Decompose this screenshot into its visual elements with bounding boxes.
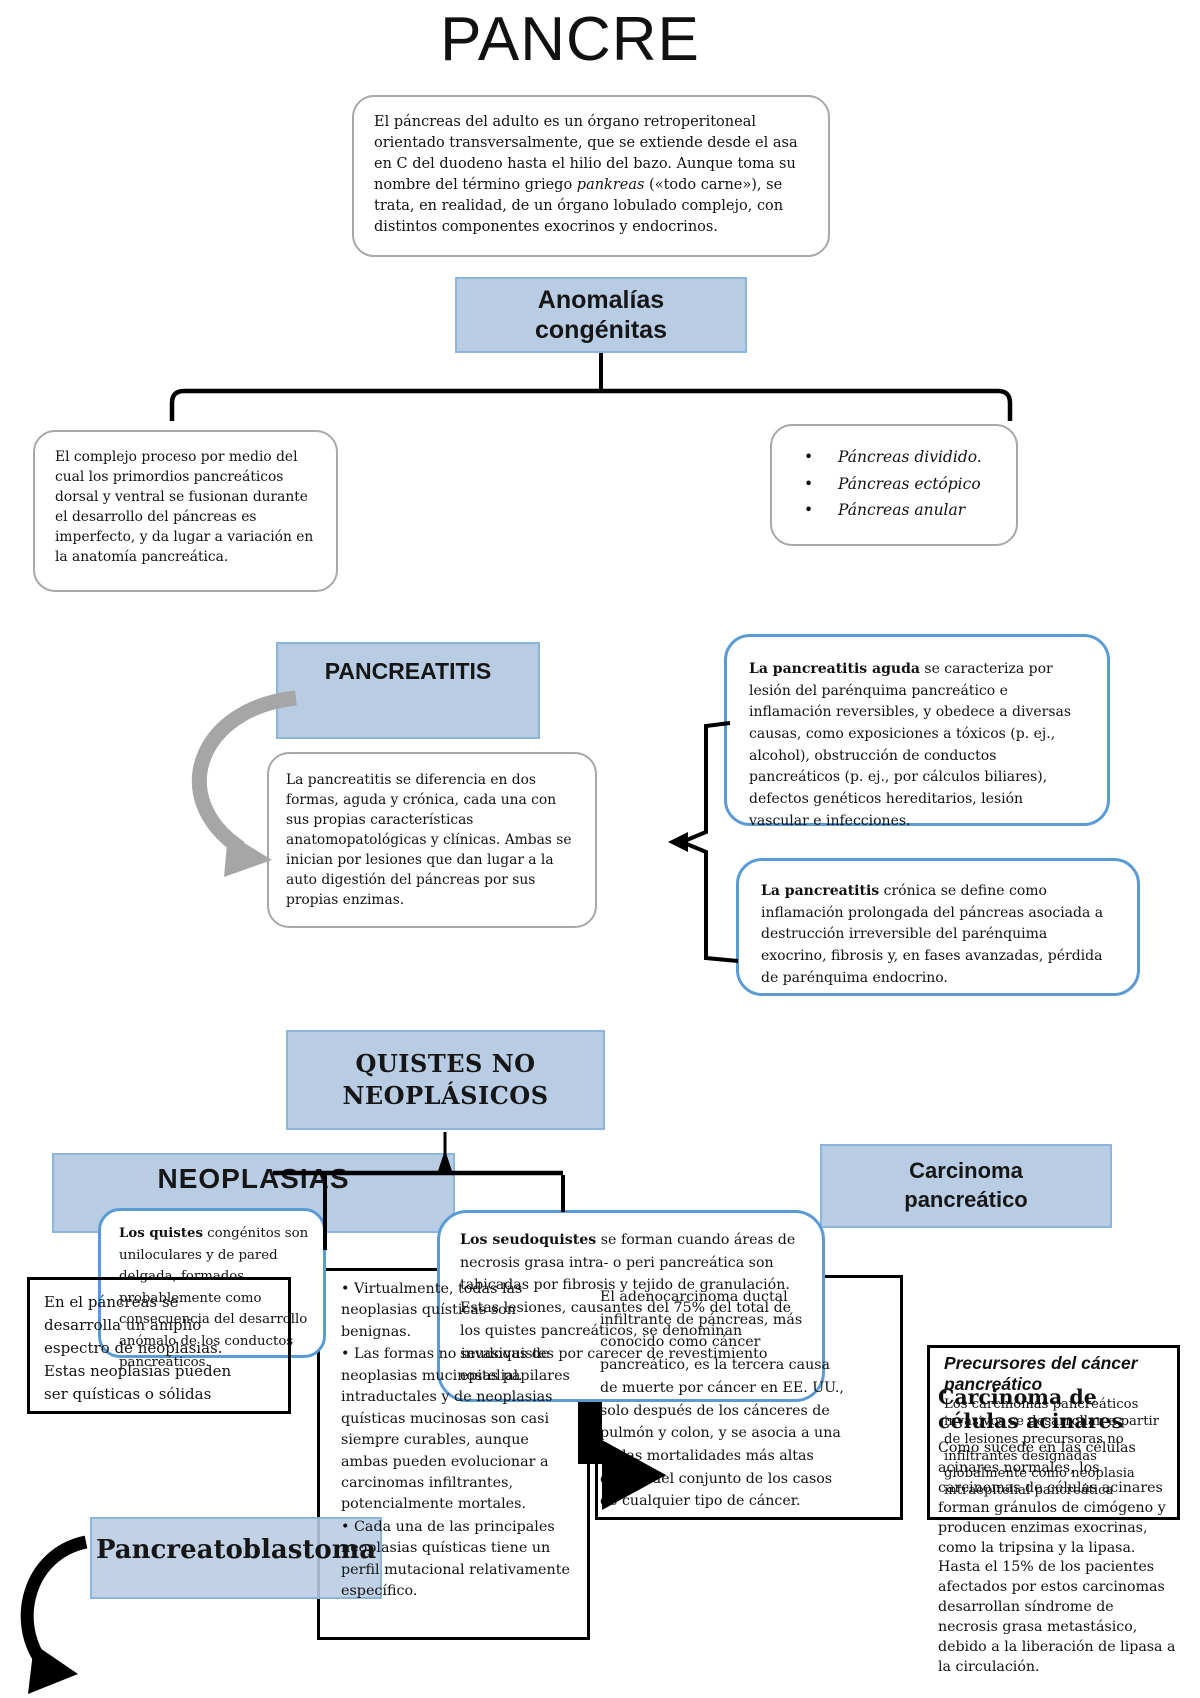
precursores-heading: Precursores del cáncer pancreático [944, 1353, 1138, 1394]
middle-bullet-1: Virtualmente, todas las neoplasias quíst… [331, 1279, 578, 1343]
quistes-text: congénitos son uniloculares y de pared d… [119, 1226, 309, 1371]
pancreatitis-desc-callout: La pancreatitis se diferencia en dos for… [267, 752, 597, 928]
cronica-callout: La pancreatitis crónica se define como i… [736, 858, 1140, 996]
node-anomalias-congenitas: Anomalías congénitas [455, 277, 747, 353]
proceso-text: El complejo proceso por medio del cual l… [55, 449, 314, 565]
node-quistes-label: QUISTES NO NEOPLÁSICOS [342, 1048, 549, 1110]
node-carcinoma-pancreatico: Carcinoma pancreático [820, 1144, 1112, 1228]
acinares-block: Carcinoma de células acinares Como suced… [938, 1385, 1178, 1678]
precursores-body: Los carcinomas pancreáticos invasivos se… [944, 1397, 1160, 1499]
adenocarcinoma-text: El adenocarcinoma ductal infiltrante de … [600, 1289, 844, 1510]
espectro-text: En el páncreas se desarrolla un amplio e… [44, 1293, 232, 1403]
cronica-text: crónica se define como inflamación prolo… [761, 883, 1104, 986]
acinares-heading: Carcinoma de células acinares [938, 1385, 1124, 1433]
anomalias-bracket-connector [169, 353, 1013, 421]
node-carcinoma-label: Carcinoma pancreático [904, 1158, 1028, 1212]
cronica-lead: La pancreatitis [761, 883, 880, 899]
middle-bullets-text: Virtualmente, todas las neoplasias quíst… [317, 1268, 590, 1640]
variantes-callout: Páncreas dividido. Páncreas ectópico Pán… [770, 424, 1018, 546]
middle-bullet-3: Cada una de las principales neoplasias q… [331, 1517, 578, 1603]
node-pancreatitis: PANCREATITIS [276, 642, 540, 739]
intro-callout: El páncreas del adulto es un órgano retr… [352, 95, 830, 257]
seudoquistes-lead: Los seudoquistes [460, 1232, 597, 1248]
proceso-callout: El complejo proceso por medio del cual l… [33, 430, 338, 592]
aguda-text: se caracteriza por lesión del parénquima… [749, 661, 1072, 829]
precursores-box: Precursores del cáncer pancreático Los c… [927, 1345, 1180, 1675]
list-item-pancreas-ectopico: Páncreas ectópico [782, 471, 1006, 498]
middle-bullet-2: Las formas no invasivas de neoplasias mu… [331, 1344, 578, 1516]
aguda-lead: La pancreatitis aguda [749, 661, 920, 677]
node-pancreatoblastoma-label: Pancreatoblastoma [95, 1535, 377, 1565]
precursores-block: Precursores del cáncer pancreático Los c… [944, 1353, 1172, 1499]
page-title: PANCRE [440, 5, 700, 74]
aguda-callout: La pancreatitis aguda se caracteriza por… [724, 634, 1110, 829]
node-quistes-no-neoplasicos: QUISTES NO NEOPLÁSICOS [286, 1030, 605, 1130]
list-item-pancreas-anular: Páncreas anular [782, 497, 1006, 524]
quistes-lead: Los quistes [119, 1226, 203, 1241]
list-item-pancreas-dividido: Páncreas dividido. [782, 444, 1006, 471]
pancreatoblastoma-curved-arrow-icon [20, 1535, 88, 1694]
node-pancreatitis-label: PANCREATITIS [324, 658, 492, 684]
intro-text: El páncreas del adulto es un órgano retr… [374, 114, 798, 236]
espectro-box: En el páncreas se desarrolla un amplio e… [27, 1277, 291, 1414]
pancreatitis-desc-text: La pancreatitis se diferencia en dos for… [286, 772, 572, 908]
node-anomalias-label: Anomalías congénitas [535, 286, 667, 344]
node-neoplasias-label: NEOPLASIAS [157, 1163, 350, 1194]
acinares-body: Como sucede en las células acinares norm… [938, 1440, 1176, 1675]
